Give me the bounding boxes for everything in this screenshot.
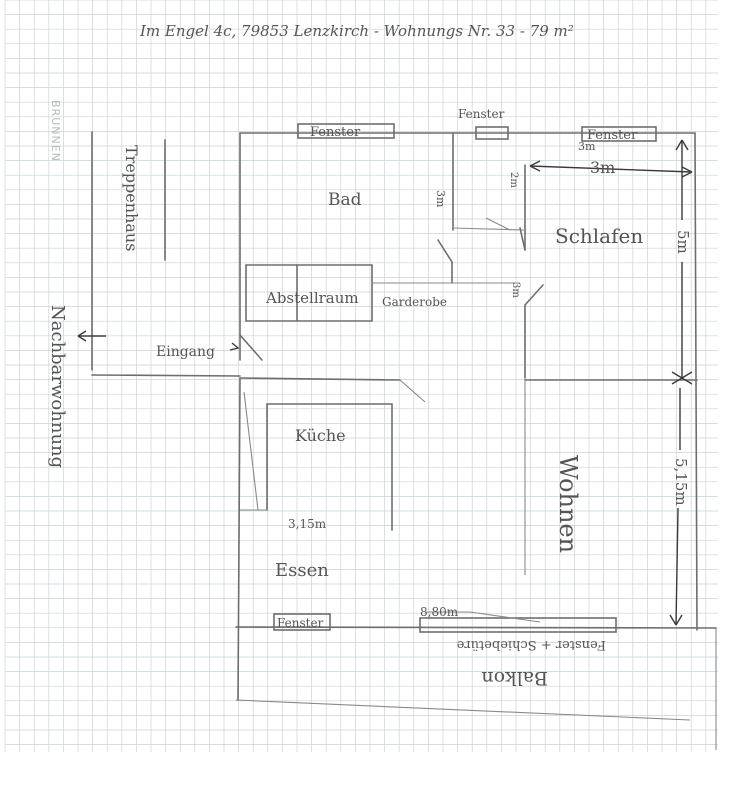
kueche-top (239, 377, 401, 381)
dim-wohnen-height: 5,15m (672, 458, 690, 506)
window-label-bottom-left: Fenster (277, 616, 324, 630)
dim-schlafen-width-small: 3m (578, 140, 596, 153)
room-label-wohnen: Wohnen (554, 455, 582, 553)
dim-arrow-bottom (669, 614, 683, 626)
window-label-top-left: Fenster (310, 125, 361, 140)
window-top-left (297, 123, 395, 139)
schlafen-door-top (519, 227, 526, 251)
dim-balkon-diag (469, 611, 541, 623)
entrance-door (239, 334, 263, 361)
room-label-schlafen: Schlafen (555, 224, 643, 248)
corridor-line (91, 374, 241, 377)
window-label-top-right: Fenster (587, 128, 638, 143)
room-label-essen: Essen (275, 560, 329, 581)
entrance-arrow-head (229, 342, 240, 351)
window-top-middle (475, 126, 509, 140)
walls (91, 131, 717, 750)
dim-hall-small: 2m (508, 172, 519, 188)
dim-schlafen-height: 5m (674, 230, 692, 254)
window-top-right (581, 126, 657, 142)
dim-schlafen-width-line (529, 165, 693, 173)
room-label-kueche: Küche (295, 426, 346, 445)
windows (273, 123, 657, 633)
hall-line (452, 227, 526, 231)
dim-wohnen-lower (675, 507, 679, 626)
graph-paper-grid (4, 0, 718, 752)
schlafen-door (524, 284, 544, 306)
window-balcony (419, 617, 617, 633)
dim-arrow-top (675, 139, 689, 151)
doors (239, 227, 544, 361)
wall-bottom (235, 626, 717, 629)
wall-left-lower (237, 377, 241, 701)
window-bottom-left (273, 613, 331, 631)
dim-garderobe-small: 3m (510, 282, 521, 298)
window-label-top-middle: Fenster (458, 107, 505, 121)
bad-door (437, 239, 453, 263)
paper-brand-stamp: BRUNNEN (49, 100, 62, 162)
exit-arrow-head (77, 330, 87, 342)
hall-door-swing (485, 217, 511, 231)
room-label-nachbarwohnung: Nachbarwohnung (47, 305, 68, 468)
dim-kueche-width: 3,15m (288, 517, 327, 531)
room-label-garderobe: Garderobe (382, 295, 447, 309)
address-header: Im Engel 4c, 79853 Lenzkirch - Wohnungs … (139, 22, 574, 40)
dim-arrow-left (529, 160, 541, 172)
kueche-side (243, 391, 259, 511)
room-label-eingang: Eingang (156, 344, 215, 360)
dim-arrow-right (681, 166, 693, 178)
dim-cross-marker (671, 371, 693, 385)
wall-right (694, 132, 698, 631)
room-label-balkon: Balkon (481, 667, 548, 689)
room-label-abstellraum: Abstellraum (265, 289, 359, 307)
dim-schlafen-width: 3m (590, 158, 615, 177)
dimension-lines (77, 139, 693, 626)
window-label-balcony: Fenster + Schiebetüre (456, 637, 606, 652)
kueche-diag (399, 379, 426, 403)
room-label-bad: Bad (328, 190, 362, 210)
dim-balkon-width: 8,80m (420, 605, 459, 619)
dim-bad-height: 3m (434, 190, 447, 208)
room-label-treppenhaus: Treppenhaus (122, 145, 141, 251)
balkon-outer (235, 699, 691, 721)
